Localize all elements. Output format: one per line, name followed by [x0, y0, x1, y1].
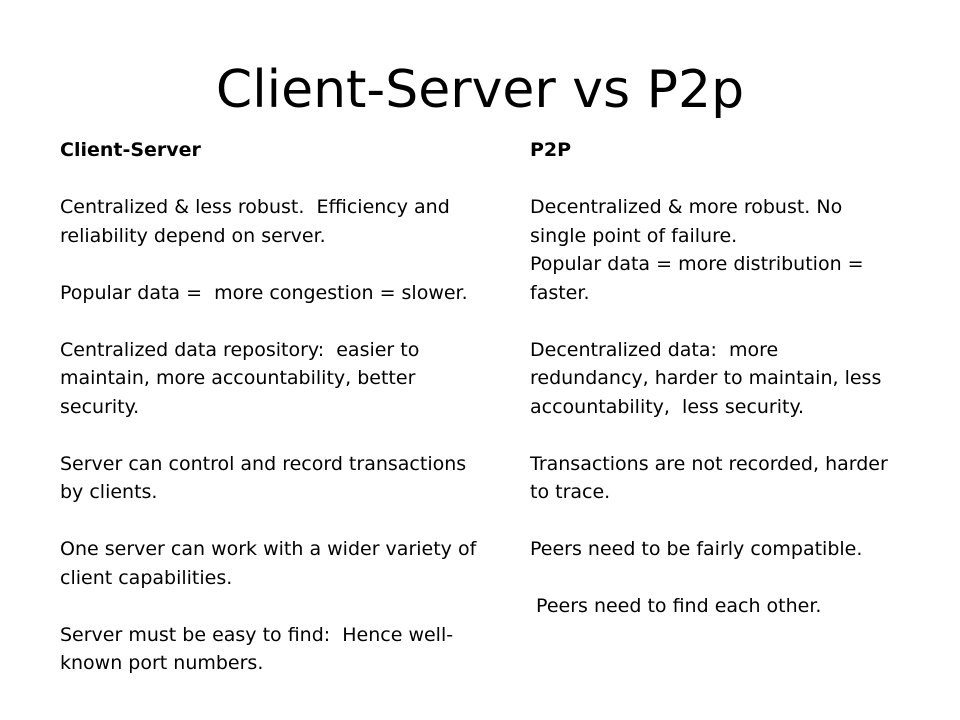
client-server-point-capabilities: One server can work with a wider variety…: [60, 535, 500, 592]
text-line: accountability, less security.: [530, 395, 805, 418]
client-server-point-discovery: Server must be easy to find: Hence well-…: [60, 621, 500, 678]
text-line: reliability depend on server.: [60, 224, 326, 247]
text-line: single point of failure.: [530, 224, 738, 247]
client-server-heading: Client-Server: [60, 139, 201, 161]
text-line: Peers need to find each other.: [530, 595, 822, 617]
text-line: Decentralized & more robust. No: [530, 196, 843, 218]
text-line: One server can work with a wider variety…: [60, 538, 477, 560]
text-line: Peers need to be fairly compatible.: [530, 538, 863, 560]
text-line: redundancy, harder to maintain, less: [530, 367, 882, 389]
text-line: faster.: [530, 281, 590, 304]
client-server-point-repository: Centralized data repository: easier to m…: [60, 336, 500, 422]
text-line: Popular data = more congestion = slower.: [60, 281, 468, 304]
client-server-point-popular-data: Popular data = more congestion = slower.: [60, 279, 500, 308]
p2p-point-popular-data: Popular data = more distribution = faste…: [530, 250, 930, 307]
text-line: Server can control and record transactio…: [60, 452, 467, 475]
p2p-heading: P2P: [530, 139, 572, 161]
p2p-point-transactions: Transactions are not recorded, harder to…: [530, 450, 930, 507]
text-line: client capabilities.: [60, 566, 233, 589]
text-line: Popular data = more distribution =: [530, 253, 864, 275]
text-line: to trace.: [530, 481, 611, 503]
p2p-point-decentralized-data: Decentralized data: more redundancy, har…: [530, 336, 930, 422]
text-line: known port numbers.: [60, 652, 264, 674]
client-server-point-robustness: Centralized & less robust. Efficiency an…: [60, 193, 500, 250]
text-line: by clients.: [60, 481, 158, 503]
client-server-point-transactions: Server can control and record transactio…: [60, 450, 500, 507]
text-line: Server must be easy to find: Hence well-: [60, 623, 454, 646]
p2p-column: P2P Decentralized & more robust. No sing…: [530, 136, 930, 621]
client-server-column: Client-Server Centralized & less robust.…: [60, 136, 500, 678]
p2p-point-robustness: Decentralized & more robust. No single p…: [530, 193, 930, 250]
p2p-point-discovery: Peers need to find each other.: [530, 592, 930, 621]
text-line: Decentralized data: more: [530, 338, 779, 361]
text-line: Centralized & less robust. Efficiency an…: [60, 196, 450, 218]
text-line: security.: [60, 395, 140, 418]
text-line: maintain, more accountability, better: [60, 367, 416, 389]
slide-title: Client-Server vs P2p: [215, 60, 745, 120]
text-line: Centralized data repository: easier to: [60, 338, 420, 361]
text-line: Transactions are not recorded, harder: [530, 452, 888, 475]
p2p-point-compatibility: Peers need to be fairly compatible.: [530, 535, 930, 564]
